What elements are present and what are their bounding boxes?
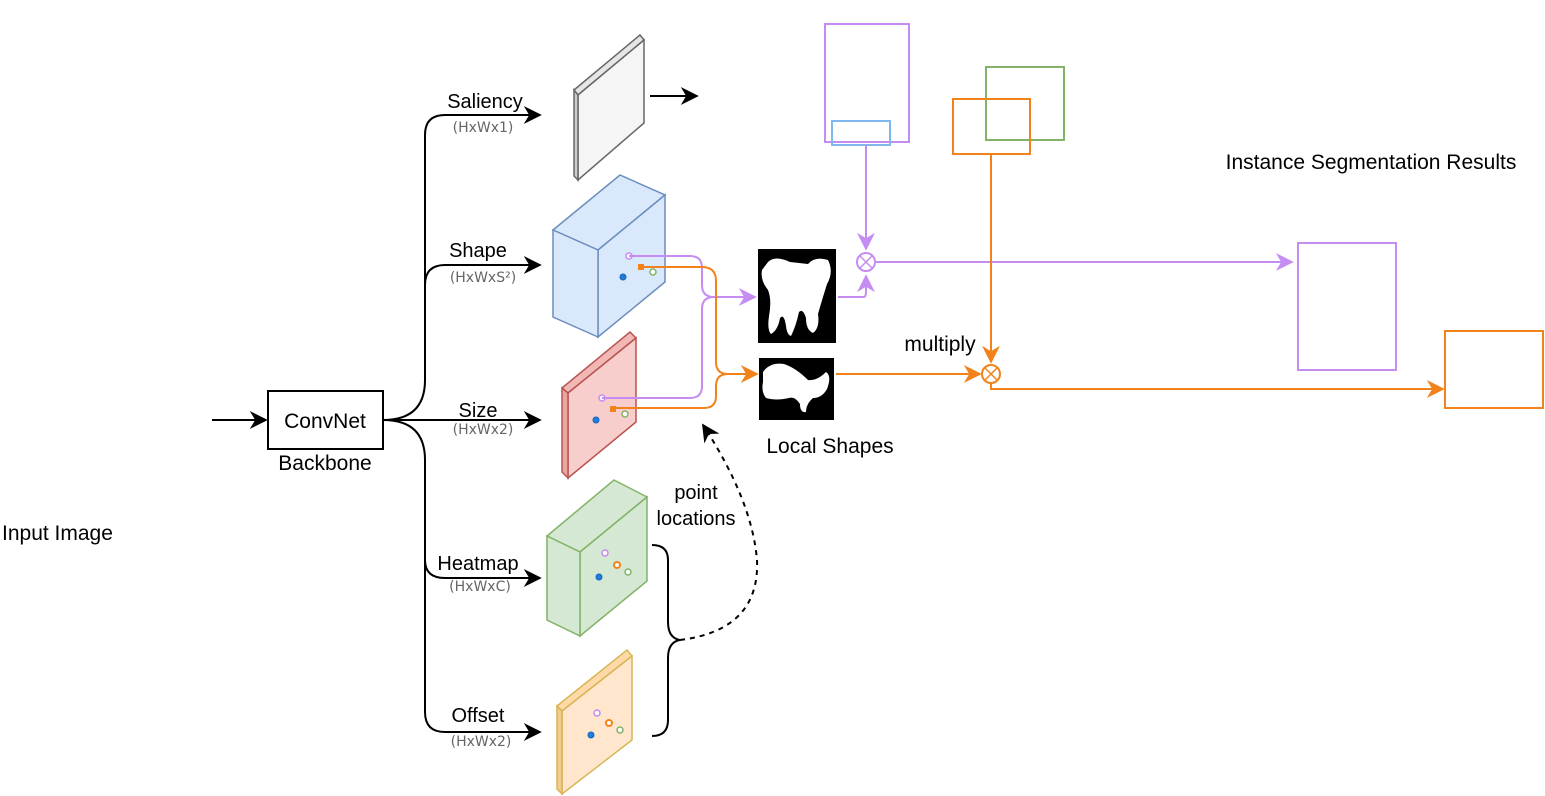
shape-map [551,174,667,339]
instance-results-label: Instance Segmentation Results [1226,151,1517,174]
head-label-shape: Shape [449,240,507,262]
green-detection-box [985,66,1065,141]
local-shape-mask-2 [759,358,834,420]
branch-saliency [382,106,542,421]
head-label-heatmap: Heatmap [437,553,518,575]
convnet-label: ConvNet [284,410,366,433]
head-label-offset: Offset [452,705,505,727]
head-label-saliency: Saliency [447,91,523,113]
saliency-map [572,33,646,182]
orange-detection-box [952,98,1031,155]
backbone-label: Backbone [278,452,371,475]
head-label-size: Size [459,400,498,422]
branch-heatmap [424,559,542,587]
head-dim-shape: (HxWxS²) [450,270,516,286]
orange-multiply-icon [981,364,1001,384]
multiply-label: multiply [904,333,976,356]
input-image-label: Input Image [2,522,113,545]
local-shapes-label: Local Shapes [766,435,893,458]
local-shape-mask-1 [758,249,836,343]
purple-mask-to-multiply [838,274,875,298]
purple-multiply-icon [856,252,876,272]
head-dim-size: (HxWx2) [453,422,514,438]
heatmap-map [545,479,649,638]
orange-size-route [613,373,729,409]
offset-map [555,648,634,796]
point-locations-label-2: locations [657,508,736,530]
heads-brace [651,544,681,737]
size-map [560,330,638,480]
purple-shape-route [629,255,757,306]
purple-detection-box [824,23,910,143]
head-dim-saliency: (HxWx1) [453,120,514,136]
orange-result-box [1444,330,1544,409]
branch-shape [424,256,542,286]
head-dim-heatmap: (HxWxC) [449,579,511,595]
blue-subregion-box [831,120,891,146]
orange-result-arrow [990,380,1445,398]
head-dim-offset: (HxWx2) [451,734,512,750]
point-locations-label-1: point [674,482,718,504]
branch-offset [382,419,542,741]
point-locations-arrow [679,423,759,641]
branch-lines [382,106,542,741]
purple-size-route [602,296,715,399]
orange-shape-route [641,266,759,383]
purple-result-box [1297,242,1397,371]
